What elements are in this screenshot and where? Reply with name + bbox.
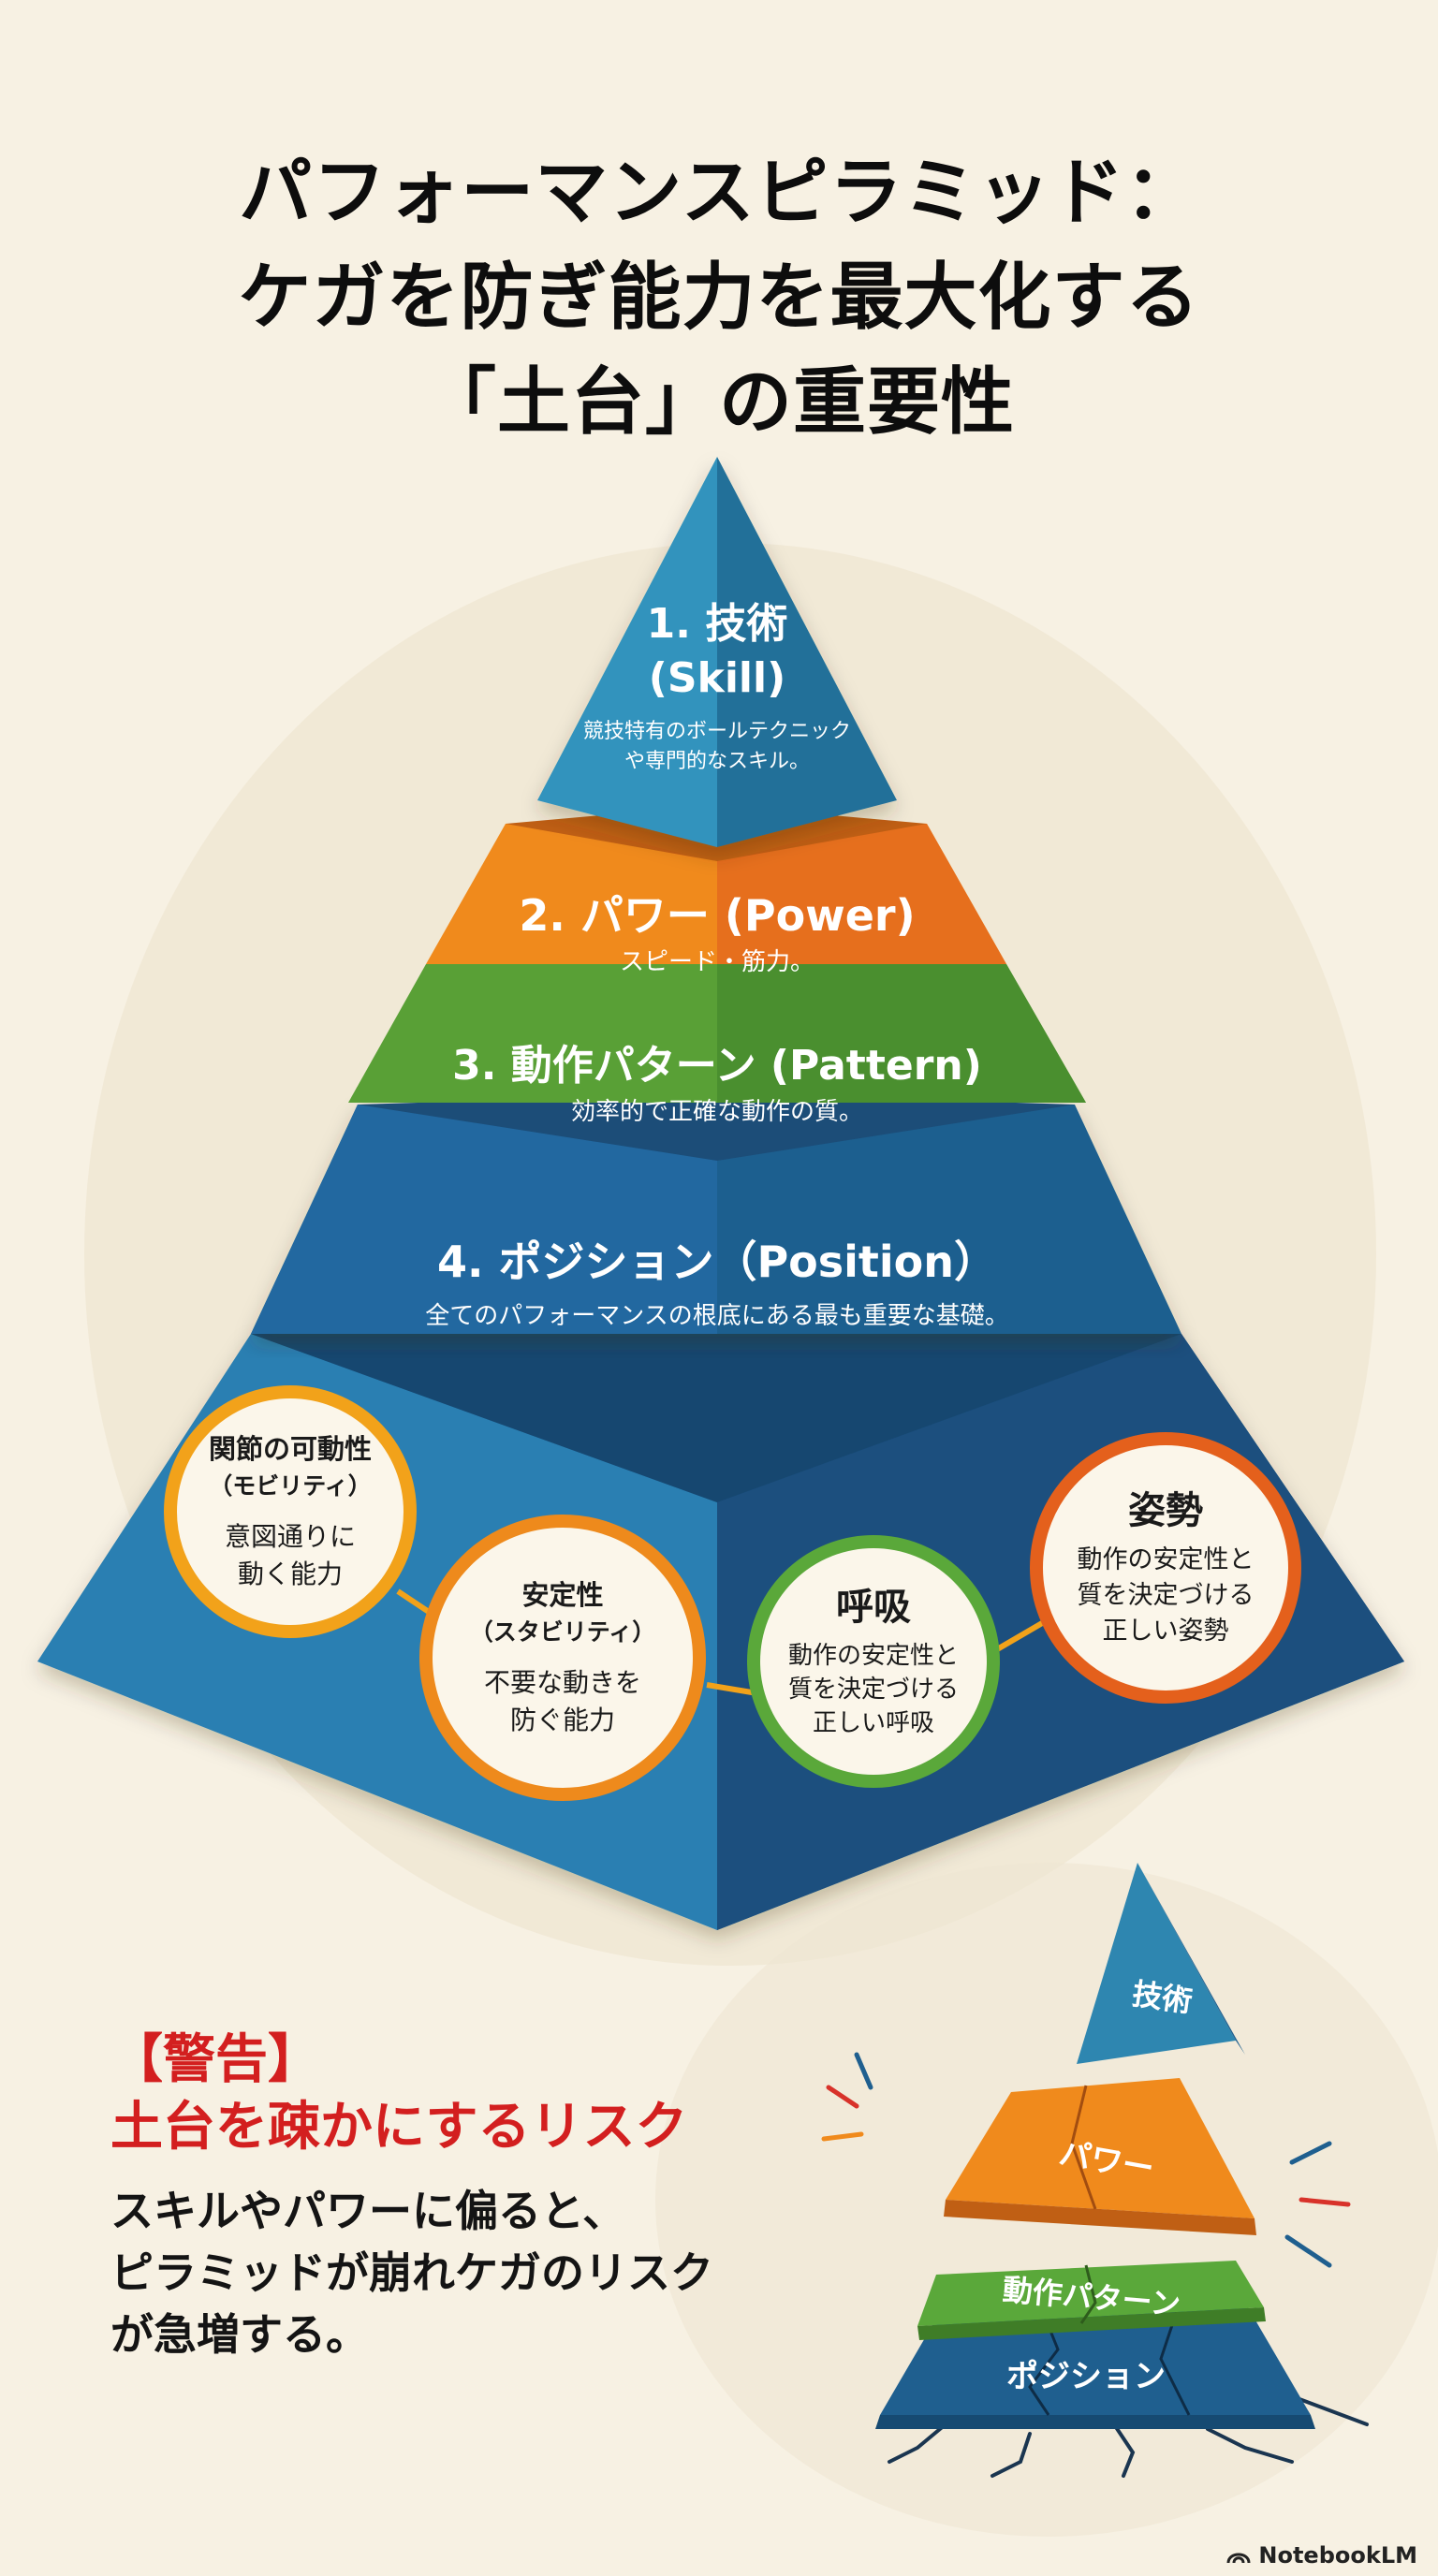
posture-desc-2: 質を決定づける bbox=[1077, 1581, 1255, 1610]
broken-label-skill: 技術 bbox=[1130, 1976, 1195, 2020]
foundation-breathing: 呼吸 動作の安定性と 質を決定づける 正しい呼吸 bbox=[747, 1535, 1000, 1788]
page-title: パフォーマンスピラミッド： ケガを防ぎ能力を最大化する 「土台」の重要性 bbox=[0, 140, 1438, 455]
broken-level-skill bbox=[1077, 1863, 1245, 2064]
foundation-stability: 安定性 （スタビリティ） 不要な動きを 防ぐ能力 bbox=[419, 1515, 706, 1801]
foundation-posture: 姿勢 動作の安定性と 質を決定づける 正しい姿勢 bbox=[1030, 1432, 1301, 1704]
warning-body-line-3: が急増する。 bbox=[110, 2309, 369, 2360]
foundation-mobility: 関節の可動性 （モビリティ） 意図通りに 動く能力 bbox=[164, 1385, 417, 1638]
mobility-title-1: 関節の可動性 bbox=[208, 1433, 372, 1465]
stress-marks bbox=[821, 2052, 1351, 2268]
level-skill-desc-2: や専門的なスキル。 bbox=[624, 750, 810, 773]
stability-title-1: 安定性 bbox=[521, 1579, 604, 1611]
level-position-title: 4. ポジション（Position） bbox=[436, 1237, 998, 1287]
level-pattern-title: 3. 動作パターン (Pattern) bbox=[452, 1042, 982, 1090]
notebooklm-logo-icon bbox=[1226, 2553, 1251, 2564]
stability-desc-1: 不要な動きを bbox=[483, 1667, 641, 1698]
breathing-desc-3: 正しい呼吸 bbox=[812, 1709, 934, 1737]
page-title-line-2: ケガを防ぎ能力を最大化する bbox=[238, 256, 1200, 340]
broken-pyramid-illustration: 技術 パワー 動作パターン ポジション bbox=[821, 1863, 1369, 2478]
broken-level-power bbox=[944, 2078, 1256, 2235]
level-skill-desc-1: 競技特有のボールテクニック bbox=[582, 720, 851, 743]
level-position-desc: 全てのパフォーマンスの根底にある最も重要な基礎。 bbox=[425, 1302, 1009, 1330]
level-position-label: 4. ポジション（Position） 全てのパフォーマンスの根底にある最も重要な… bbox=[296, 1234, 1138, 1337]
brand-name: NotebookLM bbox=[1258, 2542, 1417, 2569]
mobility-title-2: （モビリティ） bbox=[209, 1472, 372, 1500]
level-skill-title-2: (Skill) bbox=[648, 654, 786, 702]
mobility-desc-1: 意図通りに bbox=[224, 1521, 356, 1552]
warning-body-line-2: ピラミッドが崩れケガのリスク bbox=[110, 2247, 713, 2298]
level-power-desc: スピード・筋力。 bbox=[619, 948, 814, 976]
breathing-desc-1: 動作の安定性と bbox=[787, 1642, 959, 1670]
warning-body: スキルやパワーに偏ると、 ピラミッドが崩れケガのリスク が急増する。 bbox=[110, 2180, 822, 2365]
posture-desc-3: 正しい姿勢 bbox=[1102, 1617, 1229, 1646]
warning-block: 【警告】 土台を疎かにするリスク スキルやパワーに偏ると、 ピラミッドが崩れケガ… bbox=[110, 2027, 822, 2365]
warning-heading: 土台を疎かにするリスク bbox=[110, 2097, 688, 2158]
breathing-desc-2: 質を決定づける bbox=[787, 1676, 959, 1704]
page-title-line-3: 「土台」の重要性 bbox=[422, 360, 1015, 445]
level-power-title: 2. パワー (Power) bbox=[519, 890, 916, 941]
warning-body-line-1: スキルやパワーに偏ると、 bbox=[110, 2186, 626, 2236]
stability-title-2: （スタビリティ） bbox=[469, 1618, 656, 1646]
page-title-line-1: パフォーマンスピラミッド： bbox=[239, 151, 1199, 235]
brand-notebooklm: NotebookLM bbox=[1226, 2542, 1417, 2569]
level-power-label: 2. パワー (Power) スピード・筋力。 bbox=[436, 887, 998, 981]
breathing-title: 呼吸 bbox=[836, 1586, 911, 1629]
stability-desc-2: 防ぐ能力 bbox=[509, 1705, 615, 1735]
pyramid-level-skill bbox=[537, 457, 897, 847]
broken-level-pattern bbox=[917, 2261, 1266, 2340]
broken-label-position: ポジション bbox=[1006, 2358, 1166, 2395]
posture-desc-1: 動作の安定性と bbox=[1077, 1545, 1255, 1574]
mobility-desc-2: 動く能力 bbox=[237, 1559, 343, 1589]
level-skill-title-1: 1. 技術 bbox=[646, 600, 788, 648]
ground-cracks bbox=[888, 2394, 1369, 2478]
warning-label: 【警告】 bbox=[110, 2029, 320, 2090]
level-pattern-desc: 効率的で正確な動作の質。 bbox=[570, 1098, 863, 1126]
posture-title: 姿勢 bbox=[1128, 1489, 1203, 1532]
pyramid-level-position bbox=[251, 1093, 1181, 1334]
level-skill-label: 1. 技術 (Skill) 競技特有のボールテクニック や専門的なスキル。 bbox=[530, 597, 904, 777]
pyramid-level-pattern bbox=[348, 964, 1086, 1103]
level-pattern-label: 3. 動作パターン (Pattern) 効率的で正確な動作の質。 bbox=[389, 1039, 1045, 1131]
